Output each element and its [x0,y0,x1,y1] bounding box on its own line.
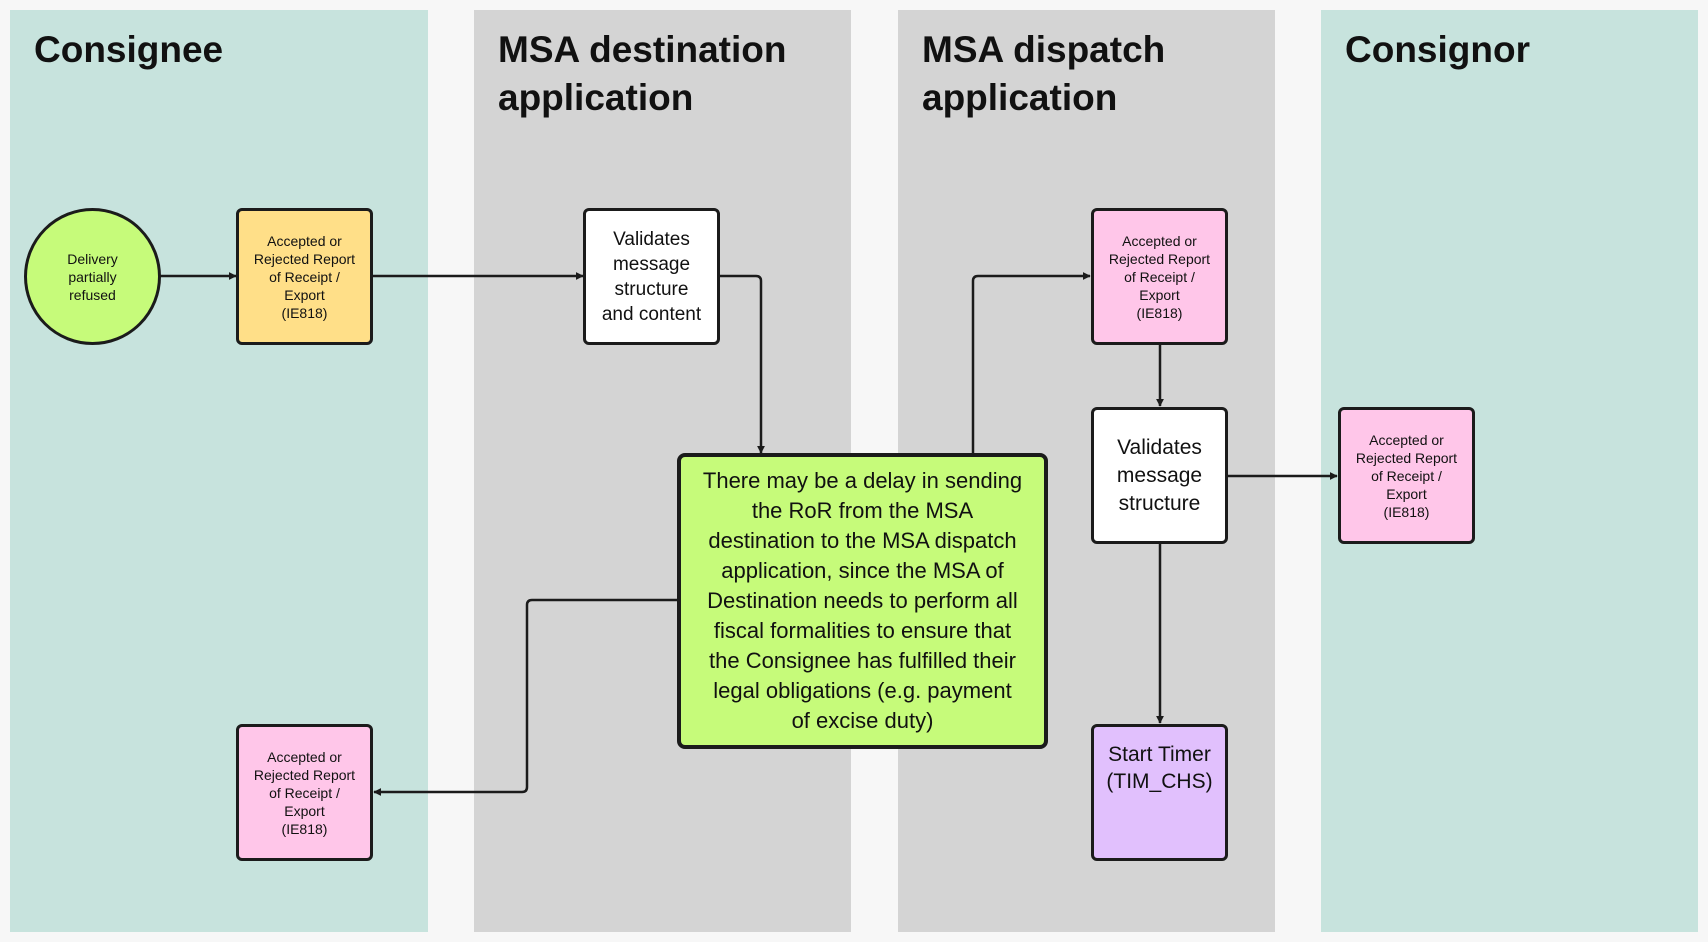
ror-consignee-box: Accepted or Rejected Report of Receipt /… [236,208,373,345]
arrow-note-to-ror-dispatch [971,272,1091,453]
arrow-validate-dest-to-note [719,274,765,454]
start-event-delivery-partially-refused: Delivery partially refused [24,208,161,345]
lane-title-msa-destination: MSA destination application [498,29,787,118]
lane-title-consignee: Consignee [34,29,224,70]
arrow-note-to-ror-return [373,598,679,796]
ror-consignee-return-box: Accepted or Rejected Report of Receipt /… [236,724,373,861]
lane-consignee: Consignee [10,10,428,932]
lane-title-msa-dispatch: MSA dispatch application [922,29,1166,118]
ror-consignor-box: Accepted or Rejected Report of Receipt /… [1338,407,1475,544]
validate-structure-content-box: Validates message structure and content [583,208,720,345]
delay-note-box: There may be a delay in sending the RoR … [677,453,1048,749]
validate-structure-box: Validates message structure [1091,407,1228,544]
ror-dispatch-box: Accepted or Rejected Report of Receipt /… [1091,208,1228,345]
start-timer-box: Start Timer (TIM_CHS) [1091,724,1228,861]
lane-title-consignor: Consignor [1345,29,1530,70]
